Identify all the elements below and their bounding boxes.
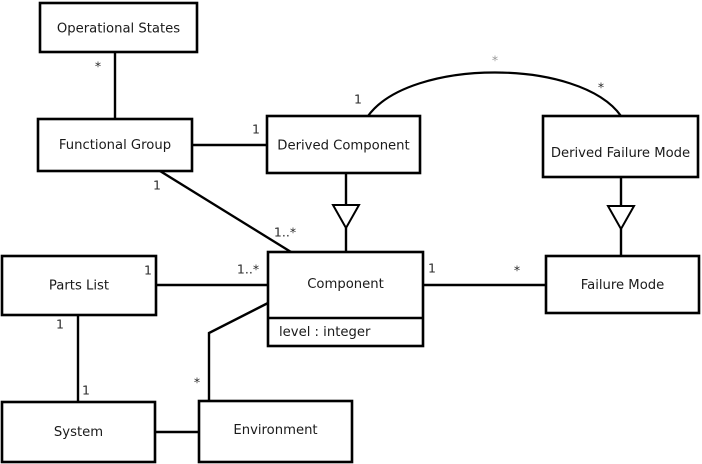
generalization-triangle-derived-failure-mode	[606, 205, 636, 232]
class-derived-failure-mode[interactable]: Derived Failure Mode	[541, 114, 700, 179]
class-name-operational-states: Operational States	[57, 22, 180, 37]
class-name-component: Component	[307, 277, 384, 292]
multiplicity-component-environment-end: *	[194, 375, 200, 390]
class-box-derived-failure-mode[interactable]	[541, 114, 700, 179]
class-environment[interactable]: Environment	[197, 399, 354, 464]
class-derived-component[interactable]: Derived Component	[265, 114, 422, 175]
multiplicity-component-failure-mode-target: *	[514, 263, 520, 278]
class-name-derived-component: Derived Component	[277, 139, 409, 154]
multiplicity-arc-derived-failure-mode-end: *	[598, 80, 604, 95]
generalizations-layer	[331, 173, 636, 256]
class-parts-list[interactable]: Parts List	[0, 254, 158, 317]
association-component-environment	[207, 301, 269, 401]
class-box-failure-mode[interactable]	[544, 254, 701, 315]
multiplicity-operational-states-end: *	[95, 59, 101, 74]
multiplicity-parts-list-system-target: 1	[82, 383, 90, 398]
multiplicity-arc-derived-component-end: 1	[354, 92, 362, 107]
class-box-component[interactable]	[266, 250, 425, 348]
class-name-system: System	[54, 425, 103, 440]
class-name-functional-group: Functional Group	[59, 138, 171, 153]
class-box-parts-list[interactable]	[0, 254, 158, 317]
class-name-failure-mode: Failure Mode	[581, 278, 665, 293]
multiplicity-functional-group-component-target: 1..*	[274, 225, 296, 240]
class-attribute-component-level: level : integer	[279, 325, 371, 340]
class-box-derived-component[interactable]	[265, 114, 422, 175]
class-box-environment[interactable]	[197, 399, 354, 464]
association-derived-component-derived-failure-mode	[367, 71, 622, 117]
class-system[interactable]: System	[0, 400, 157, 464]
class-box-operational-states[interactable]	[38, 1, 199, 54]
class-operational-states[interactable]: Operational States	[38, 1, 199, 54]
multiplicity-derived-component-end: 1	[252, 122, 260, 137]
association-functional-group-component	[159, 169, 292, 254]
multiplicity-component-failure-mode-source: 1	[428, 261, 436, 276]
multiplicity-parts-list-end: 1	[144, 263, 152, 278]
class-box-system[interactable]	[0, 400, 157, 464]
class-box-functional-group[interactable]	[36, 117, 194, 173]
generalization-triangle-derived-component	[331, 204, 361, 231]
multiplicity-functional-group-component-source: 1	[153, 178, 161, 193]
class-name-environment: Environment	[233, 423, 317, 438]
multiplicity-component-parts-list-end: 1..*	[237, 262, 259, 277]
class-name-parts-list: Parts List	[49, 279, 109, 294]
class-component[interactable]: Component level : integer	[266, 250, 425, 348]
class-failure-mode[interactable]: Failure Mode	[544, 254, 701, 315]
multiplicity-labels-layer: * 1 1 1..* 1 * * 1 1..* 1 1 1 * *	[56, 53, 604, 398]
class-functional-group[interactable]: Functional Group	[36, 117, 194, 173]
multiplicity-arc-apex: *	[492, 53, 498, 68]
associations-layer	[76, 52, 622, 434]
multiplicity-parts-list-system-source: 1	[56, 317, 64, 332]
class-name-derived-failure-mode: Derived Failure Mode	[551, 146, 690, 161]
